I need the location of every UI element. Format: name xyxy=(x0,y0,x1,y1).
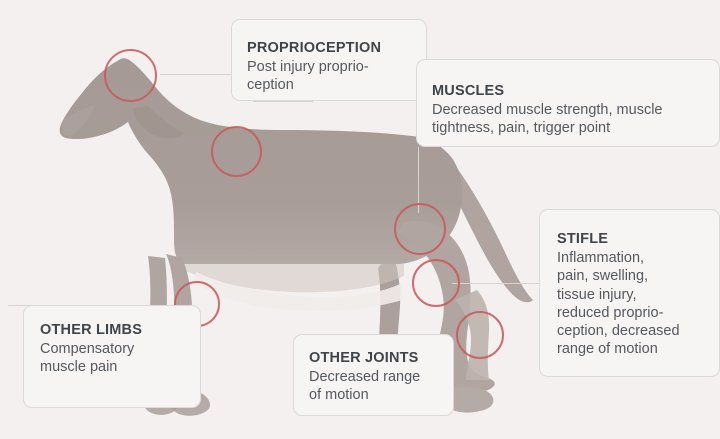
connector-shoulder xyxy=(253,101,313,102)
shoulder-marker xyxy=(211,126,262,177)
callout-stifle-title: STIFLE xyxy=(557,231,609,247)
head-marker xyxy=(104,49,157,102)
callout-other-joints-title: OTHER JOINTS xyxy=(309,350,419,366)
hock-marker xyxy=(456,311,504,359)
callout-other-limbs-title: OTHER LIMBS xyxy=(40,322,143,338)
connector-stifle xyxy=(452,283,540,284)
callout-muscles: MUSCLES Decreased muscle strength, muscl… xyxy=(416,59,720,147)
connector-muscles xyxy=(418,147,419,213)
callout-proprioception-title: PROPRIOCEPTION xyxy=(247,40,382,56)
connector-proprioception xyxy=(160,74,232,75)
callout-muscles-title: MUSCLES xyxy=(432,83,505,99)
callout-proprioception: PROPRIOCEPTION Post injury proprio-cepti… xyxy=(231,19,427,101)
stifle-marker xyxy=(412,259,460,307)
callout-stifle: STIFLE Inflammation,pain, swelling,tissu… xyxy=(539,209,720,377)
callout-proprioception-body: Post injury proprio-ception xyxy=(247,59,369,94)
hip-marker xyxy=(394,203,446,255)
callout-stifle-body: Inflammation,pain, swelling,tissue injur… xyxy=(557,250,680,358)
